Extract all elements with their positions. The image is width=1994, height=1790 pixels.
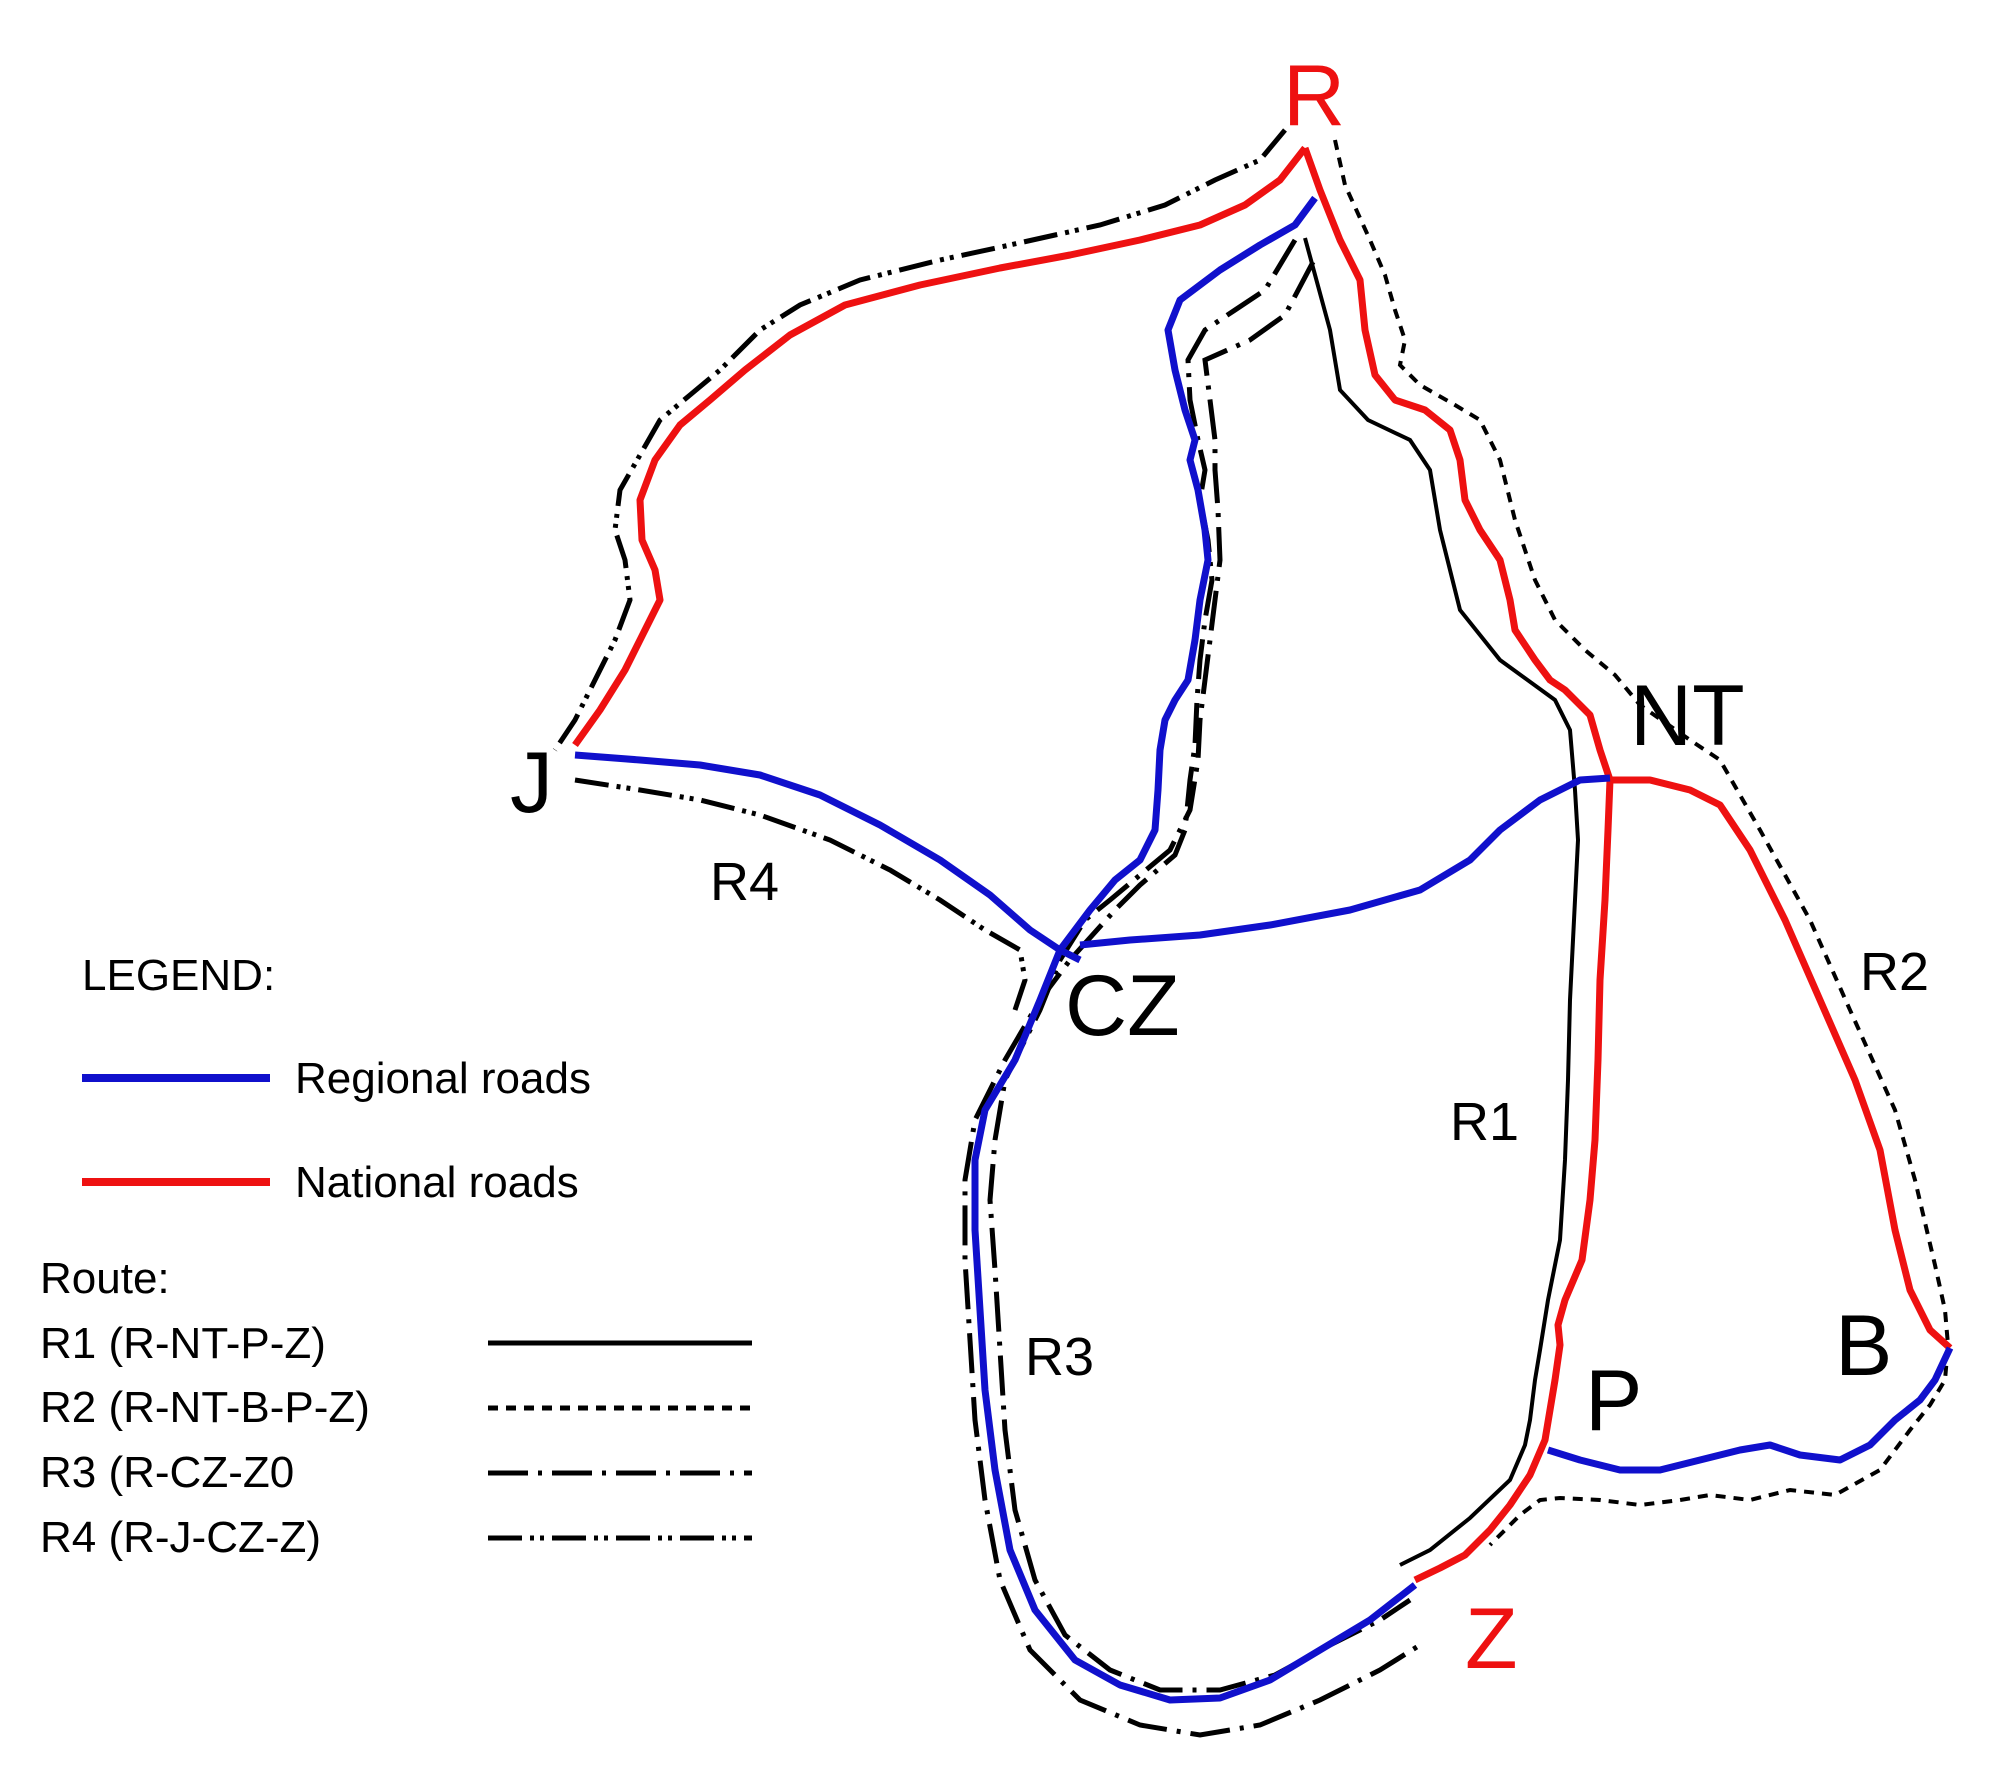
node-label-r: R: [1283, 48, 1345, 144]
national-road-r-j: [572, 145, 1308, 748]
node-label-b: B: [1835, 1298, 1892, 1394]
route-r3-line-inner: [987, 260, 1412, 1693]
node-label-p: P: [1585, 1353, 1642, 1449]
regional-road-p-b: [1546, 1346, 1954, 1474]
national-road-nt-b: [1610, 776, 1953, 1351]
node-label-nt: NT: [1630, 668, 1745, 764]
national-road-r-nt-p-z: [1301, 146, 1614, 1584]
legend-route-r4-label: R4 (R-J-CZ-Z): [40, 1513, 321, 1562]
regional-road-j-cz: [574, 751, 1082, 964]
route-r3-line-outer: [962, 238, 1422, 1738]
route-label-r2: R2: [1860, 942, 1929, 1002]
regional-road-r-cz-z: [971, 195, 1418, 1704]
route-r2-line: [1333, 139, 1951, 1547]
route-r4-line: [552, 128, 1287, 752]
route-label-r3: R3: [1025, 1327, 1094, 1387]
legend-title: LEGEND:: [82, 951, 275, 1000]
regional-road-cz-nt: [1079, 774, 1611, 949]
route-r1-line: [1303, 237, 1581, 1567]
legend: LEGEND: Regional roads National roads Ro…: [40, 951, 752, 1562]
legend-route-title: Route:: [40, 1254, 170, 1303]
legend-route-r1-label: R1 (R-NT-P-Z): [40, 1319, 326, 1368]
node-label-z: Z: [1465, 1591, 1518, 1687]
legend-route-r2-label: R2 (R-NT-B-P-Z): [40, 1383, 370, 1432]
route-label-r1: R1: [1450, 1092, 1519, 1152]
node-label-cz: CZ: [1065, 958, 1180, 1054]
route-r4-line-lower: [574, 777, 1028, 1011]
route-label-r4: R4: [710, 852, 779, 912]
legend-regional-label: Regional roads: [295, 1054, 591, 1103]
legend-route-r3-label: R3 (R-CZ-Z0: [40, 1448, 294, 1497]
legend-national-label: National roads: [295, 1158, 579, 1207]
node-label-j: J: [510, 735, 553, 831]
